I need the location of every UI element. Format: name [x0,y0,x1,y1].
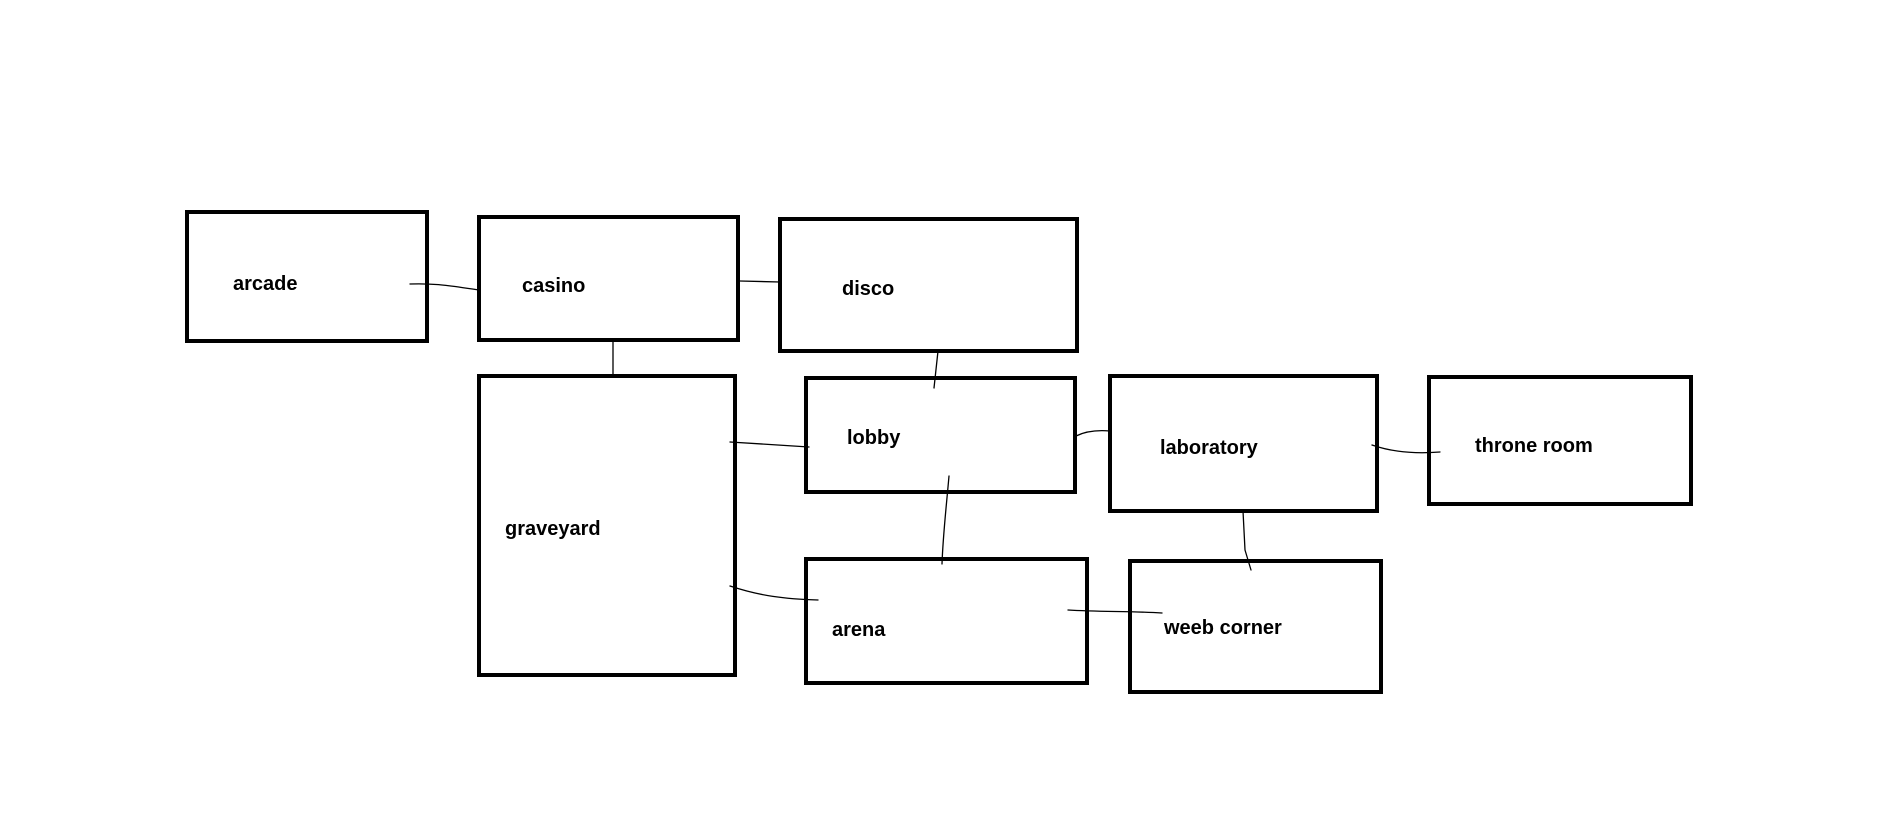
room-weeb-corner: weeb corner [1128,559,1383,694]
room-box-arena [804,557,1089,685]
room-arcade: arcade [185,210,429,343]
room-label-lobby: lobby [847,427,901,449]
connector-lobby-laboratory [1075,430,1111,437]
room-box-laboratory [1108,374,1379,513]
connector-graveyard-arena [729,585,819,601]
room-arena: arena [804,557,1089,685]
connector-lobby-arena [941,475,950,565]
room-graveyard: graveyard [477,374,737,677]
room-label-graveyard: graveyard [505,518,601,540]
room-box-weeb-corner [1128,559,1383,694]
room-label-disco: disco [842,278,894,300]
room-box-lobby [804,376,1077,494]
room-label-arena: arena [832,619,886,641]
connector-arena-weeb-corner [1067,609,1163,614]
connector-graveyard-lobby [729,441,810,448]
room-label-laboratory: laboratory [1160,437,1259,459]
connectors [409,280,1441,614]
connector-disco-lobby [933,350,939,389]
room-disco: disco [778,217,1079,353]
room-box-arcade [185,210,429,343]
connector-arcade-casino [409,283,481,291]
room-casino: casino [477,215,740,342]
room-box-casino [477,215,740,342]
rooms: arcade casino disco graveyard lobby laborator… [185,210,1693,694]
connector-laboratory-weeb-corner [1242,510,1252,571]
room-laboratory: laboratory [1108,374,1379,513]
room-box-graveyard [477,374,737,677]
room-label-throne-room: throne room [1475,435,1593,457]
room-label-weeb-corner: weeb corner [1163,617,1282,639]
room-box-throne-room [1427,375,1693,506]
room-box-disco [778,217,1079,353]
room-label-arcade: arcade [233,273,298,295]
room-label-casino: casino [522,275,585,297]
room-throne-room: throne room [1427,375,1693,506]
connector-casino-disco [739,280,781,283]
room-lobby: lobby [804,376,1077,494]
